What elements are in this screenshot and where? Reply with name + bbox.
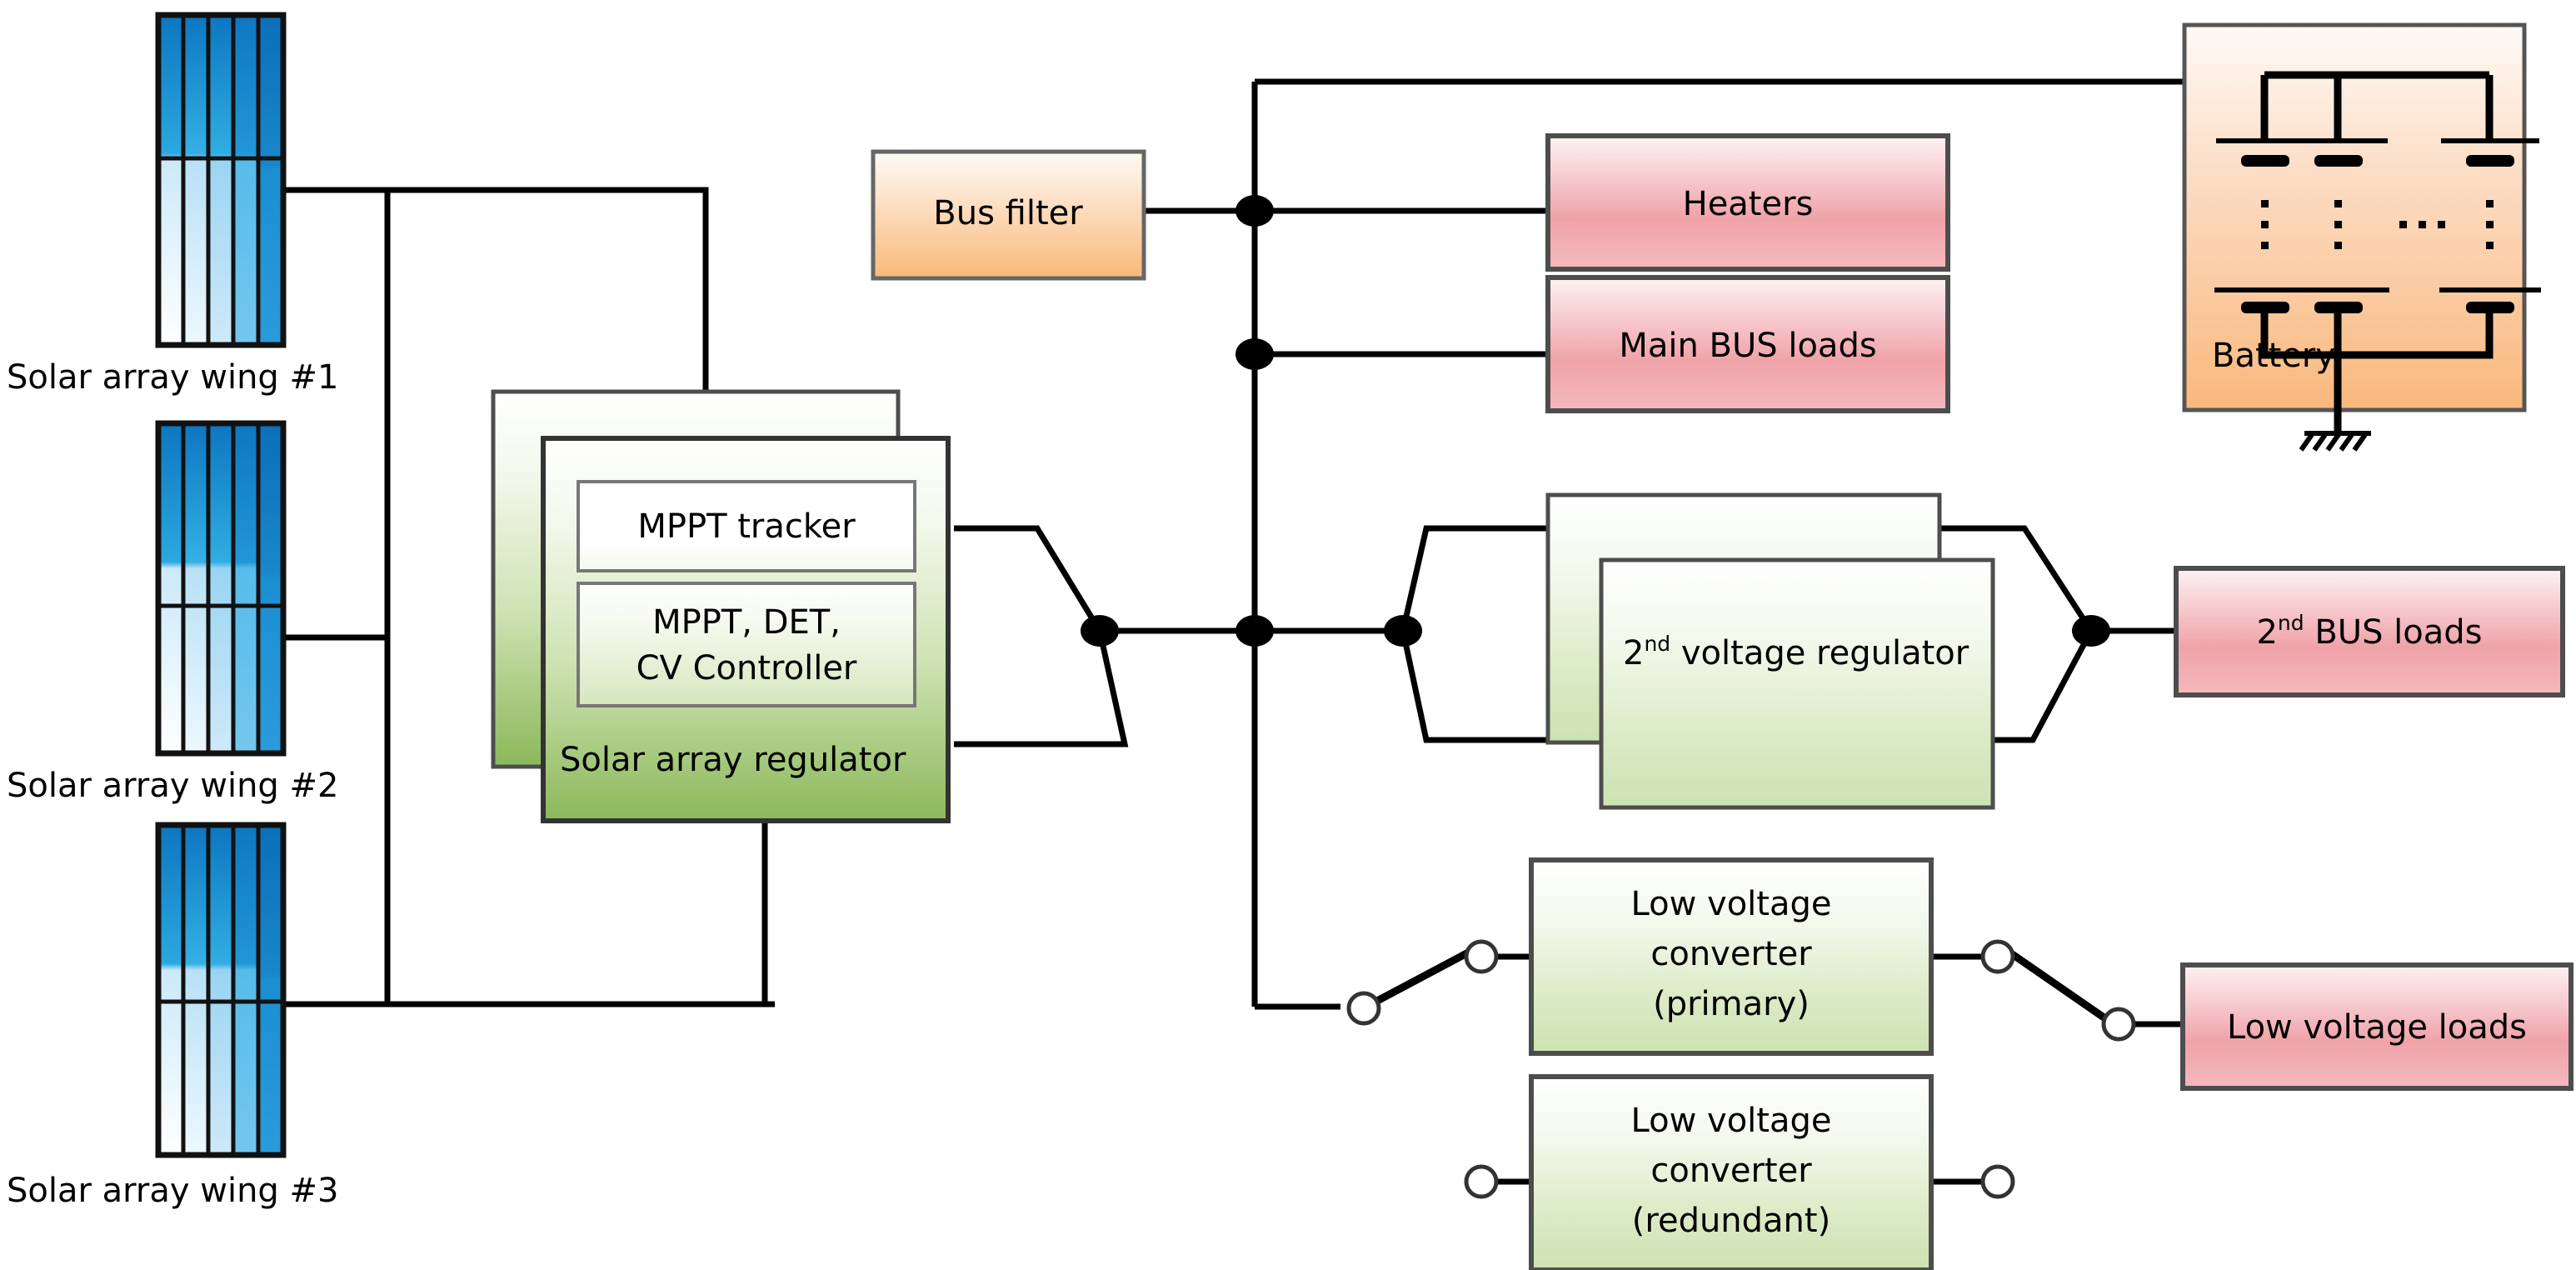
battery-label: Battery — [2212, 337, 2335, 375]
lv-converter-redundant-line2: converter — [1650, 1152, 1812, 1190]
junction-node-center — [1236, 615, 1274, 647]
terminal-redundant-in[interactable] — [1464, 1164, 1499, 1199]
terminal-primary-out-left[interactable] — [1980, 939, 2015, 974]
second-voltage-regulator-superscript: nd — [1644, 632, 1670, 656]
wire-regulator-out-lower — [954, 630, 1129, 748]
main-bus-loads-box — [1545, 275, 1950, 413]
second-bus-loads[interactable]: 2nd BUS loads — [2174, 566, 2565, 698]
junction-node-busfilter — [1236, 195, 1274, 227]
wire-regulator-top-feed — [387, 187, 709, 392]
solar-array-wing-3-label: Solar array wing #3 — [7, 1172, 339, 1210]
battery[interactable]: Battery — [2182, 22, 2541, 452]
solar-panel-graphic-1 — [155, 12, 287, 348]
low-voltage-loads[interactable]: Low voltage loads — [2180, 962, 2574, 1091]
solar-panel-graphic-3 — [155, 822, 287, 1158]
terminal-primary-in-right[interactable] — [1464, 939, 1499, 974]
junction-dots — [1081, 195, 2110, 647]
mppt-tracker-label: MPPT tracker — [637, 508, 856, 546]
second-bus-loads-label: 2nd BUS loads — [2256, 611, 2482, 652]
earth-ground-icon — [2299, 431, 2371, 452]
second-voltage-regulator-prefix: 2 — [1623, 634, 1644, 672]
solar-array-wing-1[interactable]: Solar array wing #1 — [7, 12, 339, 397]
solar-array-regulator[interactable]: MPPT tracker MPPT, DET, CV Controller So… — [491, 389, 951, 823]
lv-converter-redundant-line3: (redundant) — [1632, 1202, 1830, 1240]
wire-regulator-out-upper — [954, 525, 1102, 632]
solar-array-wing-2[interactable]: Solar array wing #2 — [7, 420, 339, 805]
battery-box — [2182, 22, 2527, 412]
second-bus-loads-suffix: BUS loads — [2304, 613, 2483, 652]
terminal-redundant-out[interactable] — [1980, 1164, 2015, 1199]
junction-node-mainbus — [1236, 338, 1274, 370]
second-voltage-regulator-label: 2nd voltage regulator — [1623, 632, 1969, 672]
low-voltage-loads-label: Low voltage loads — [2227, 1008, 2527, 1047]
switch-terminals — [1346, 939, 2136, 1199]
battery-cell-symbols — [2214, 138, 2541, 313]
lv-converter-primary-line1: Low voltage — [1631, 885, 1832, 923]
mppt-det-cv-controller-label-line1: MPPT, DET, — [652, 603, 841, 642]
low-voltage-converter-primary[interactable]: Low voltage converter (primary) — [1529, 858, 1934, 1056]
low-voltage-converter-redundant-box — [1529, 1074, 1934, 1270]
solar-array-regulator-label: Solar array regulator — [560, 741, 906, 779]
main-bus-loads-label: Main BUS loads — [1619, 327, 1876, 365]
heaters-load[interactable]: Heaters — [1545, 133, 1950, 272]
second-voltage-regulator[interactable]: 2nd voltage regulator — [1545, 492, 1995, 810]
junction-node-2ndbus-out — [2072, 615, 2110, 647]
terminal-primary-in-left[interactable] — [1346, 991, 1381, 1026]
lv-converter-primary-line3: (primary) — [1653, 985, 1810, 1023]
bus-filter-box — [871, 149, 1146, 281]
second-bus-loads-prefix: 2 — [2256, 613, 2277, 652]
mppt-det-cv-controller-box[interactable] — [577, 582, 916, 708]
heaters-box — [1545, 133, 1950, 272]
bus-filter[interactable]: Bus filter — [871, 149, 1146, 281]
wire-wing1-to-regulator — [283, 187, 391, 473]
solar-array-wing-1-label: Solar array wing #1 — [7, 358, 339, 397]
mppt-det-cv-controller-label-line2: CV Controller — [637, 649, 857, 688]
junction-node-regulator-out — [1081, 615, 1119, 647]
blade-primary-output[interactable] — [2004, 947, 2114, 1026]
heaters-label: Heaters — [1683, 185, 1814, 223]
junction-node-2ndbus-in — [1384, 615, 1422, 647]
battery-cell-ellipsis-dots — [2261, 200, 2494, 249]
low-voltage-converter-redundant[interactable]: Low voltage converter (redundant) — [1529, 1074, 1934, 1270]
low-voltage-converter-primary-box — [1529, 858, 1934, 1056]
wire-2ndreg-upper-out — [1908, 525, 2094, 632]
second-voltage-regulator-front-panel — [1599, 558, 1995, 810]
low-voltage-loads-box — [2180, 962, 2574, 1091]
wiring-layer — [283, 78, 2184, 1185]
terminal-primary-out-right[interactable] — [2101, 1007, 2136, 1042]
second-bus-loads-box — [2174, 566, 2565, 698]
second-bus-loads-superscript: nd — [2278, 611, 2304, 635]
bus-filter-label: Bus filter — [933, 194, 1083, 232]
blade-primary-input[interactable] — [1364, 947, 1475, 1010]
battery-string-ellipsis-dots — [2399, 221, 2445, 228]
switch-blades — [1364, 947, 2114, 1026]
solar-panel-graphic-2 — [155, 420, 287, 757]
mppt-tracker-box[interactable] — [577, 480, 916, 572]
battery-internal-circuit — [2260, 71, 2494, 433]
second-voltage-regulator-suffix: voltage regulator — [1670, 634, 1969, 672]
main-bus-loads[interactable]: Main BUS loads — [1545, 275, 1950, 413]
solar-array-wing-3[interactable]: Solar array wing #3 — [7, 822, 339, 1210]
lv-converter-redundant-line1: Low voltage — [1631, 1102, 1832, 1140]
lv-converter-primary-line2: converter — [1650, 935, 1812, 973]
solar-array-wing-2-label: Solar array wing #2 — [7, 767, 339, 805]
